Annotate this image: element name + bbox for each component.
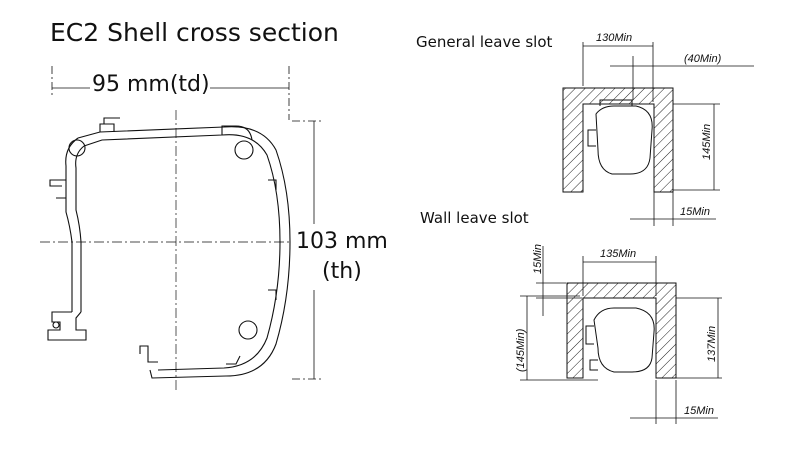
wall-slot-title: Wall leave slot (420, 209, 529, 227)
general-slot-bracket (587, 99, 633, 147)
wall-dim-left-text: (145Min) (515, 328, 527, 372)
shell-width-label: 95 mm(td) (92, 72, 210, 97)
general-dim-height-text: 145Min (701, 124, 713, 160)
shell-outer-wall (77, 126, 291, 379)
shell-top-right-hook (221, 125, 253, 141)
screw-boss-top-left (68, 139, 86, 157)
shell-bottom-left-hook (47, 311, 87, 341)
general-dim-top-text: 130Min (596, 32, 632, 44)
shell-height-value: 103 mm (296, 229, 388, 254)
screw-boss-top-right (234, 140, 254, 160)
wall-slot-motor (593, 307, 655, 373)
wall-dim-height-text: 137Min (706, 326, 718, 362)
page-title: EC2 Shell cross section (50, 18, 339, 47)
wall-dim-top-text: 135Min (600, 248, 636, 260)
wall-dim-bottom-text: 15Min (684, 405, 714, 417)
wall-slot-drawing: 135Min 15Min (145Min) 137Min 15Min (515, 244, 722, 424)
general-slot-drawing: 130Min (40Min) 145Min 15Min (562, 32, 754, 226)
right-bosses (268, 179, 277, 300)
shell-inner-wall (83, 134, 281, 371)
shell-left-inner (75, 145, 85, 312)
general-slot-title: General leave slot (416, 33, 553, 51)
shell-bottom-clip (139, 345, 158, 363)
wall-slot-wall (566, 282, 677, 379)
shell-top-clip (99, 117, 120, 132)
general-dim-right-top-text: (40Min) (684, 53, 722, 65)
shell-height-label: 103 mm (th) (296, 227, 388, 287)
shell-cross-section (40, 66, 324, 390)
screw-hole (52, 321, 60, 329)
wall-dim-left-top-text: 15Min (532, 244, 544, 274)
general-slot-motor (595, 105, 653, 175)
general-dim-bottom-text: 15Min (680, 206, 710, 218)
screw-boss-bottom-right (238, 320, 258, 340)
left-groove-top (49, 179, 66, 199)
wall-slot-bracket (585, 325, 598, 371)
shell-bottom-right-hook (226, 355, 241, 365)
shell-left-outer (65, 137, 79, 312)
general-slot-wall (562, 87, 674, 193)
shell-height-unit: (th) (322, 259, 362, 284)
